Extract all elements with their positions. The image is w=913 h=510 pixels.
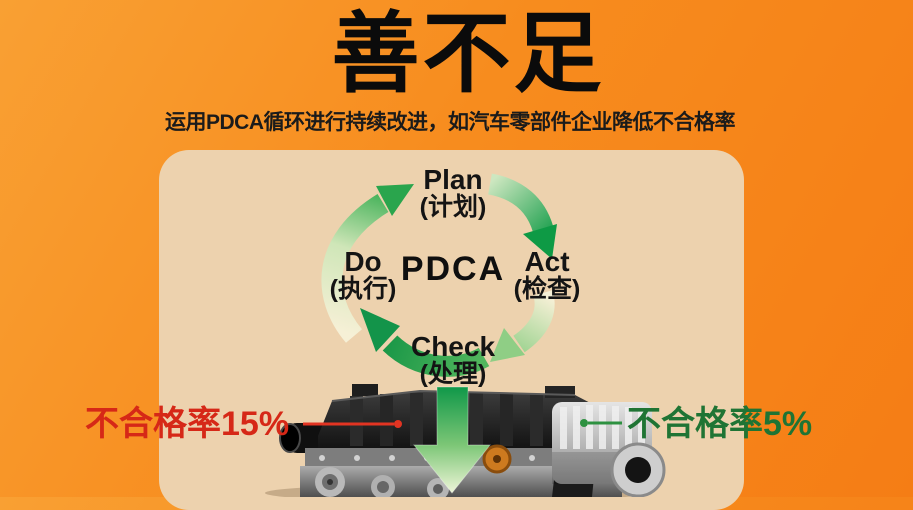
improvement-down-arrow: [412, 386, 492, 494]
engine-pulleys: [315, 467, 449, 497]
pdca-node-do: Do (执行): [330, 247, 397, 302]
pdca-node-plan: Plan (计划): [420, 165, 487, 220]
engine-cap: [352, 384, 378, 396]
pdca-node-act: Act (检查): [514, 247, 581, 302]
pdca-center-label: PDCA: [400, 250, 506, 288]
cycle-arrowhead-to-check: [490, 328, 525, 362]
check-label-zh: (处理): [419, 360, 487, 389]
act-label-zh: (检查): [513, 275, 581, 304]
before-connector-dot: [394, 420, 402, 428]
defect-rate-before-label: 不合格率15%: [85, 405, 290, 443]
callout-connectors: [303, 419, 622, 428]
engine-bracket: [545, 386, 575, 398]
cycle-arc-do-to-plan: [321, 194, 389, 343]
plan-label-en: Plan: [423, 164, 483, 195]
cycle-arrowhead-to-plan: [376, 184, 414, 216]
plan-label-zh: (计划): [419, 193, 487, 222]
cycle-arc-act-to-check: [513, 290, 555, 353]
pdca-node-check: Check (处理): [411, 332, 495, 387]
do-label-zh: (执行): [329, 275, 397, 304]
cycle-arc-check-to-do: [382, 335, 490, 377]
do-label-en: Do: [344, 246, 382, 277]
cycle-arrowhead-to-do: [360, 308, 400, 352]
engine-outlet-hole: [625, 457, 651, 483]
defect-rate-after-label: 不合格率5%: [627, 405, 813, 443]
pdca-cycle-arrows: [321, 173, 557, 377]
cycle-arrowhead-to-act: [523, 224, 557, 259]
check-label-en: Check: [410, 331, 496, 362]
after-connector-dot: [580, 419, 588, 427]
cycle-arc-plan-to-act: [487, 173, 554, 233]
act-label-en: Act: [524, 246, 570, 277]
engine-supercharger-ribs: [560, 405, 645, 449]
engine-orange-pulley-center: [493, 455, 501, 463]
page-title: 善不足: [331, 4, 605, 103]
page-subtitle: 运用PDCA循环进行持续改进，如汽车零部件企业降低不合格率: [164, 111, 736, 134]
engine-pipe-opening: [279, 423, 301, 453]
scene-canvas: [265, 173, 666, 497]
